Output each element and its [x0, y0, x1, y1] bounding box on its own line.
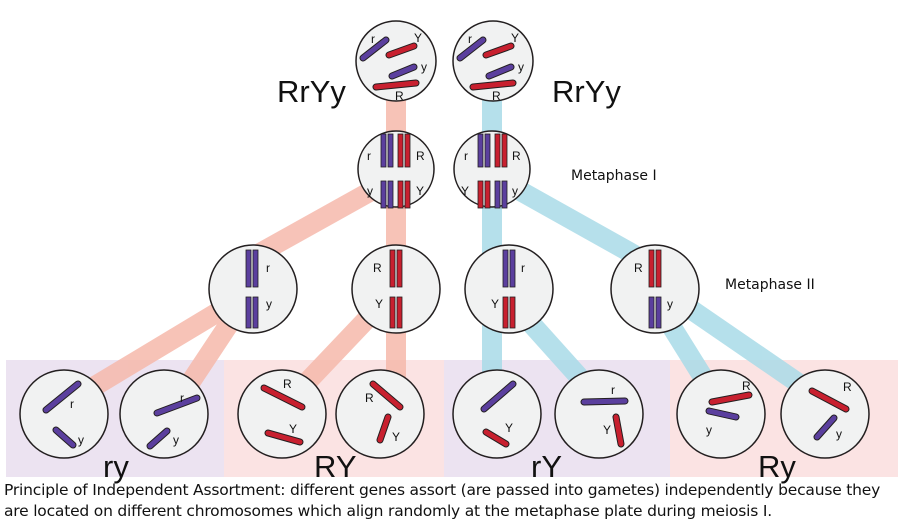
gamete-cell-3: R Y [237, 369, 327, 459]
g1-a: r [70, 397, 74, 411]
metaphase1-cell-right: r R Y y [453, 130, 531, 209]
parent-right-label-R: R [492, 89, 501, 103]
g3-a: R [283, 377, 292, 391]
m2-3-lower: Y [491, 297, 499, 311]
m2-3-upper: r [521, 261, 525, 275]
gamete-label-RY: RY [314, 449, 357, 484]
parent-right-genotype: RrYy [552, 74, 621, 109]
metaphase2-label: Metaphase II [725, 277, 815, 293]
m1-right-bottom-right: y [512, 184, 518, 198]
m1-left-top-left: r [367, 149, 371, 163]
g7-b: y [706, 423, 712, 437]
m2-1-upper: r [266, 261, 270, 275]
g6-b: Y [603, 423, 611, 437]
m2-2-upper: R [373, 261, 382, 275]
m1-right-bottom-left: Y [461, 184, 469, 198]
g5-a: Y [505, 421, 513, 435]
g8-a: R [843, 380, 852, 394]
gamete-cell-6: r Y [554, 369, 644, 459]
m1-right-top-left: r [464, 149, 468, 163]
gamete-cell-7: R y [676, 369, 766, 459]
figure-caption: Principle of Independent Assortment: dif… [4, 481, 881, 520]
gamete-cell-1: r y [19, 369, 109, 459]
m1-left-bottom-right: Y [416, 184, 424, 198]
gamete-label-Ry: Ry [758, 449, 796, 484]
path-m2a-to-g1 [69, 291, 244, 407]
g7-a: R [742, 379, 751, 393]
metaphase2-cell-3: r Y [464, 244, 554, 334]
m1-left-top-right: R [416, 149, 425, 163]
m1-left-bottom-left: y [367, 184, 373, 198]
g4-b: Y [392, 430, 400, 444]
parent-left-genotype: RrYy [277, 74, 346, 109]
parent-right-label-y: y [518, 60, 524, 74]
g8-b: y [836, 427, 842, 441]
g2-a: r [180, 391, 184, 405]
parent-left-label-r: r [371, 32, 375, 46]
g2-b: y [173, 433, 179, 447]
gamete-label-rY: rY [531, 449, 562, 484]
m2-4-lower: y [667, 297, 673, 311]
m2-2-lower: Y [375, 297, 383, 311]
g3-b: Y [289, 422, 297, 436]
gamete-cell-5: Y [452, 369, 542, 459]
metaphase1-cell-left: r R y Y [357, 130, 435, 209]
parent-cell-left: r Y y R [355, 20, 437, 103]
g6-a: r [611, 383, 615, 397]
gamete-cell-8: R y [780, 369, 870, 459]
metaphase2-cell-1: r y [208, 244, 298, 334]
g1-b: y [78, 433, 84, 447]
parent-cell-right: r Y y R [452, 20, 534, 103]
parent-left-label-Y: Y [414, 31, 422, 45]
metaphase2-cell-2: R Y [351, 244, 441, 334]
parent-left-label-y: y [421, 60, 427, 74]
m2-1-lower: y [266, 297, 272, 311]
m1-right-top-right: R [512, 149, 521, 163]
m2-4-upper: R [634, 261, 643, 275]
gamete-label-ry: ry [103, 449, 129, 484]
parent-left-label-R: R [395, 89, 404, 103]
gamete-cell-4: R Y [335, 369, 425, 459]
parent-right-label-r: r [468, 32, 472, 46]
metaphase1-label: Metaphase I [571, 168, 657, 184]
parent-right-label-Y: Y [511, 31, 519, 45]
metaphase2-cell-4: R y [610, 244, 700, 334]
gamete-cell-2: r y [119, 369, 209, 459]
g4-a: R [365, 391, 374, 405]
